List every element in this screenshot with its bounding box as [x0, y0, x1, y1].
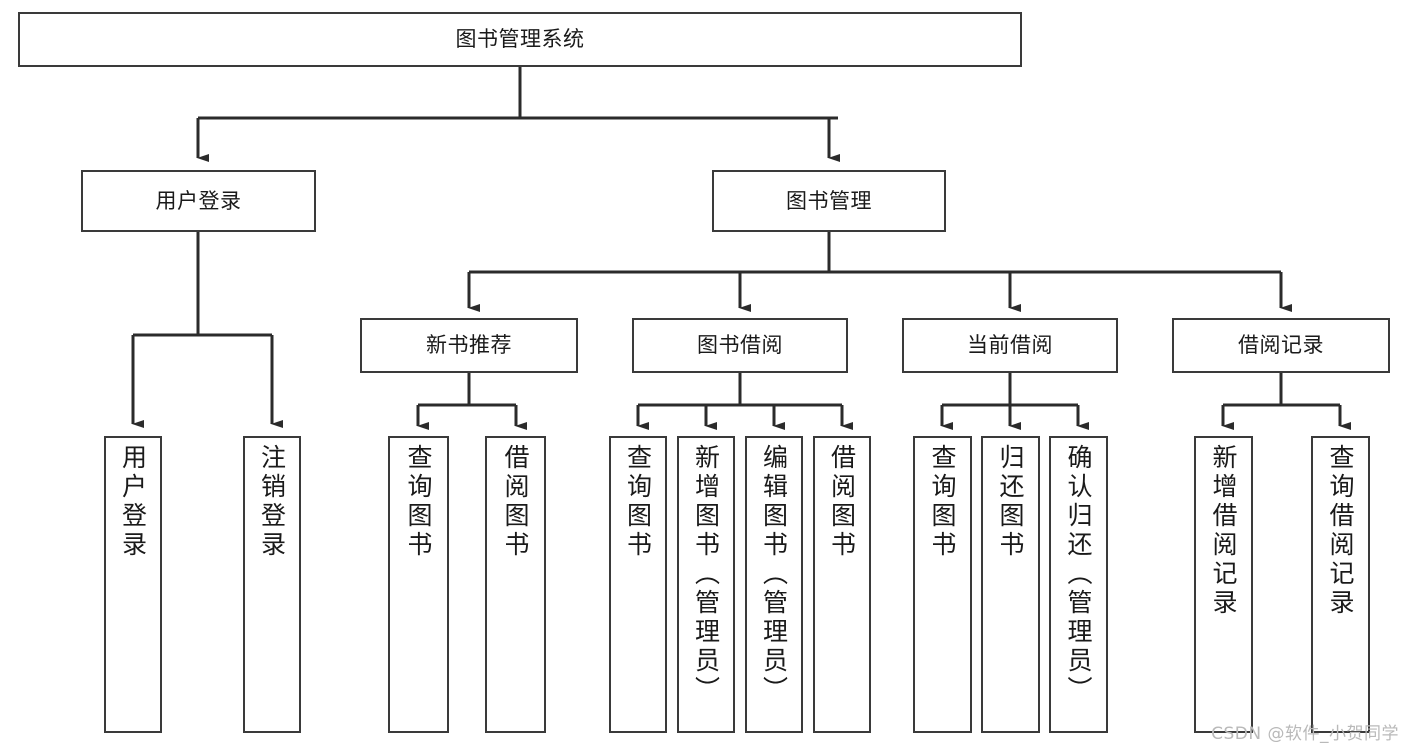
node-leaf-br-query-record-label: 查询借阅记录 [1326, 444, 1355, 618]
node-leaf-bb-edit-book-label: 编辑图书（管理员） [759, 444, 789, 705]
node-leaf-bb-edit-book[interactable]: 编辑图书（管理员） [745, 436, 803, 733]
node-leaf-bb-add-book-label: 新增图书（管理员） [691, 444, 721, 705]
node-leaf-br-add-record-label: 新增借阅记录 [1209, 444, 1238, 618]
node-root[interactable]: 图书管理系统 [18, 12, 1022, 67]
csdn-watermark: CSDN @软件_小贺同学 [1211, 724, 1399, 744]
node-leaf-bb-borrow-book-label: 借阅图书 [827, 444, 857, 560]
node-leaf-cb-confirm-return[interactable]: 确认归还（管理员） [1049, 436, 1108, 733]
node-borrow-record[interactable]: 借阅记录 [1172, 318, 1390, 373]
node-leaf-user-logout-label: 注销登录 [257, 444, 287, 560]
node-leaf-rec-borrow-book[interactable]: 借阅图书 [485, 436, 546, 733]
node-leaf-bb-add-book[interactable]: 新增图书（管理员） [677, 436, 735, 733]
node-leaf-bb-borrow-book[interactable]: 借阅图书 [813, 436, 871, 733]
node-book-borrow[interactable]: 图书借阅 [632, 318, 848, 373]
node-leaf-bb-query-book-label: 查询图书 [623, 444, 653, 560]
node-leaf-user-login-label: 用户登录 [118, 444, 148, 560]
node-new-book-rec-label: 新书推荐 [426, 333, 512, 358]
node-leaf-br-add-record[interactable]: 新增借阅记录 [1194, 436, 1253, 733]
node-leaf-cb-query-book-label: 查询图书 [928, 444, 957, 560]
node-book-manage-label: 图书管理 [786, 188, 872, 213]
node-leaf-rec-query-book-label: 查询图书 [404, 444, 433, 560]
node-leaf-user-logout[interactable]: 注销登录 [243, 436, 301, 733]
node-leaf-cb-query-book[interactable]: 查询图书 [913, 436, 972, 733]
node-root-label: 图书管理系统 [455, 27, 585, 52]
node-leaf-rec-borrow-book-label: 借阅图书 [501, 444, 530, 560]
node-leaf-cb-return-book[interactable]: 归还图书 [981, 436, 1040, 733]
node-book-manage[interactable]: 图书管理 [712, 170, 946, 232]
node-leaf-rec-query-book[interactable]: 查询图书 [388, 436, 449, 733]
node-leaf-bb-query-book[interactable]: 查询图书 [609, 436, 667, 733]
node-leaf-br-query-record[interactable]: 查询借阅记录 [1311, 436, 1370, 733]
node-current-borrow[interactable]: 当前借阅 [902, 318, 1118, 373]
node-current-borrow-label: 当前借阅 [967, 333, 1053, 358]
node-user-login[interactable]: 用户登录 [81, 170, 316, 232]
node-user-login-label: 用户登录 [155, 188, 242, 213]
node-book-borrow-label: 图书借阅 [697, 333, 783, 358]
node-borrow-record-label: 借阅记录 [1238, 333, 1324, 358]
node-leaf-cb-confirm-return-label: 确认归还（管理员） [1064, 444, 1093, 705]
node-leaf-cb-return-book-label: 归还图书 [996, 444, 1025, 560]
node-leaf-user-login[interactable]: 用户登录 [104, 436, 162, 733]
node-new-book-rec[interactable]: 新书推荐 [360, 318, 578, 373]
